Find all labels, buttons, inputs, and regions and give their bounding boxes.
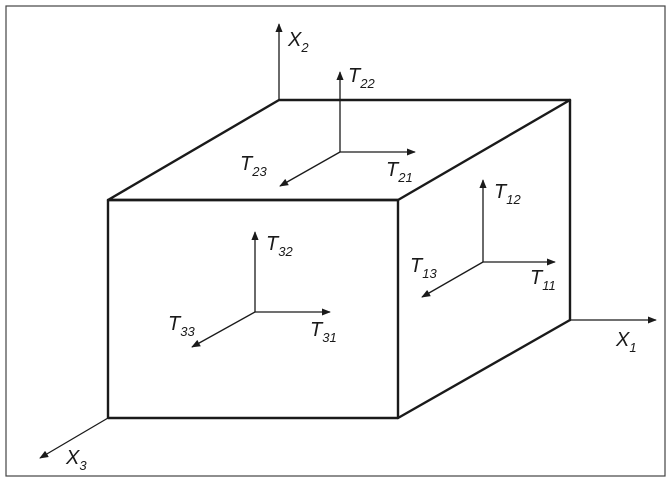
front-face-stresses bbox=[191, 231, 331, 348]
t21-label: T21 bbox=[386, 159, 413, 185]
t31-label: T31 bbox=[310, 319, 337, 345]
x3-axis bbox=[39, 417, 109, 459]
t32-label: T32 bbox=[266, 233, 293, 259]
cube-bottom-right-edge bbox=[396, 318, 572, 420]
right-face-stresses bbox=[421, 179, 556, 298]
t22-label: T22 bbox=[348, 65, 375, 91]
t12-label: T12 bbox=[494, 181, 521, 207]
x1-label: X1 bbox=[615, 329, 637, 355]
figure-border bbox=[5, 5, 666, 477]
cube-front-face bbox=[106, 198, 400, 420]
x2-label: X2 bbox=[287, 29, 309, 55]
t33-label: T33 bbox=[168, 313, 195, 339]
t13-label: T13 bbox=[410, 255, 437, 281]
t23-label: T23 bbox=[240, 153, 267, 179]
top-face-stresses bbox=[279, 71, 416, 187]
cube bbox=[106, 98, 572, 420]
t33-arrow bbox=[191, 311, 256, 348]
x3-label: X3 bbox=[65, 447, 87, 473]
t11-label: T11 bbox=[530, 267, 556, 293]
t13-arrow bbox=[421, 261, 484, 298]
t23-arrow bbox=[279, 151, 341, 187]
